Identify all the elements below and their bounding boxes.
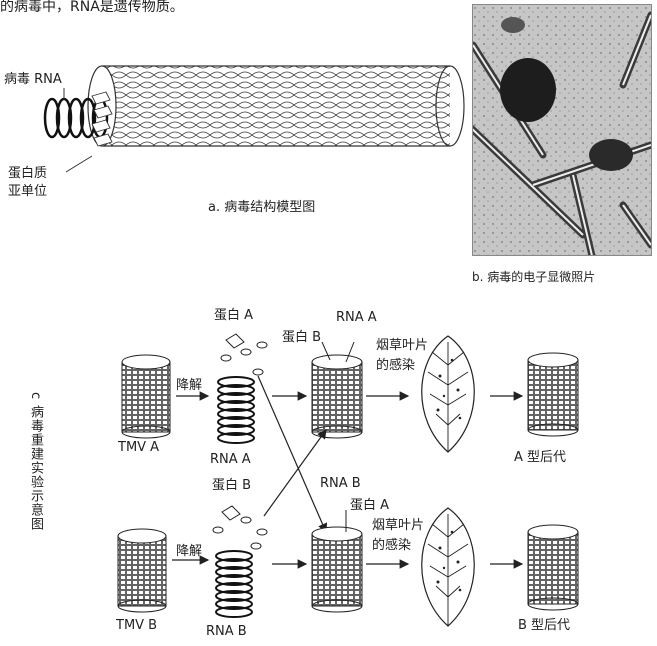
- panel-b-caption: b. 病毒的电子显微照片: [472, 268, 595, 285]
- label-rna-a: RNA A: [210, 452, 251, 467]
- label-infect-b-line1: 烟草叶片: [372, 514, 424, 533]
- label-protein-b-under: 蛋白 B: [212, 474, 251, 493]
- electron-micrograph: [472, 4, 652, 256]
- offspring-b-rod: [528, 525, 578, 610]
- label-infect-a-line1: 烟草叶片: [376, 334, 428, 353]
- tmv-b-rod: [118, 529, 166, 612]
- capsomere-label-line2: 亚单位: [8, 180, 47, 199]
- reconstruction-row-b: [118, 506, 578, 626]
- capsomere-label-line1: 蛋白质: [8, 162, 47, 181]
- tmv-a-rod: [122, 355, 170, 438]
- label-degrade-b: 降解: [176, 540, 202, 559]
- label-offspring-b: B 型后代: [518, 614, 570, 633]
- capsomere-pointer: [66, 156, 92, 172]
- label-protein-a-top: 蛋白 A: [214, 304, 253, 323]
- hybrid-b-rod: [312, 527, 362, 612]
- capsid-cylinder: [88, 66, 464, 146]
- tobacco-leaf-a: [422, 336, 475, 452]
- virus-rna-label: 病毒 RNA: [4, 68, 62, 87]
- label-degrade-a: 降解: [176, 374, 202, 393]
- reconstruction-row-a: [122, 334, 578, 452]
- label-assembled-rna-b: RNA B: [320, 476, 361, 491]
- label-infect-b-line2: 的感染: [372, 534, 411, 553]
- top-context-text: 的病毒中，RNA是遗传物质。: [0, 0, 184, 16]
- label-tmv-b: TMV B: [116, 618, 157, 633]
- panel-c-side-title: c 病毒重建实验示意图: [26, 392, 45, 531]
- virus-structure-model: [45, 66, 464, 172]
- label-assembled-protein-a: 蛋白 A: [350, 494, 389, 513]
- protein-b-pieces: [213, 506, 267, 549]
- offspring-a-rod: [528, 353, 578, 436]
- label-assembled-protein-b: 蛋白 B: [282, 326, 321, 345]
- label-infect-a-line2: 的感染: [376, 354, 415, 373]
- tobacco-leaf-b: [422, 508, 475, 626]
- cross-arrow-protein-b: [264, 430, 326, 516]
- micrograph-image: [473, 5, 651, 255]
- hybrid-a-rod: [312, 355, 362, 438]
- label-tmv-a: TMV A: [118, 440, 159, 455]
- label-rna-b: RNA B: [206, 624, 247, 639]
- protein-a-pieces: [221, 334, 267, 375]
- label-offspring-a: A 型后代: [514, 446, 566, 465]
- rna-a-coil: [218, 377, 254, 443]
- label-assembled-rna-a: RNA A: [336, 310, 377, 325]
- panel-a-caption: a. 病毒结构模型图: [208, 196, 315, 215]
- rna-b-coil: [216, 551, 252, 617]
